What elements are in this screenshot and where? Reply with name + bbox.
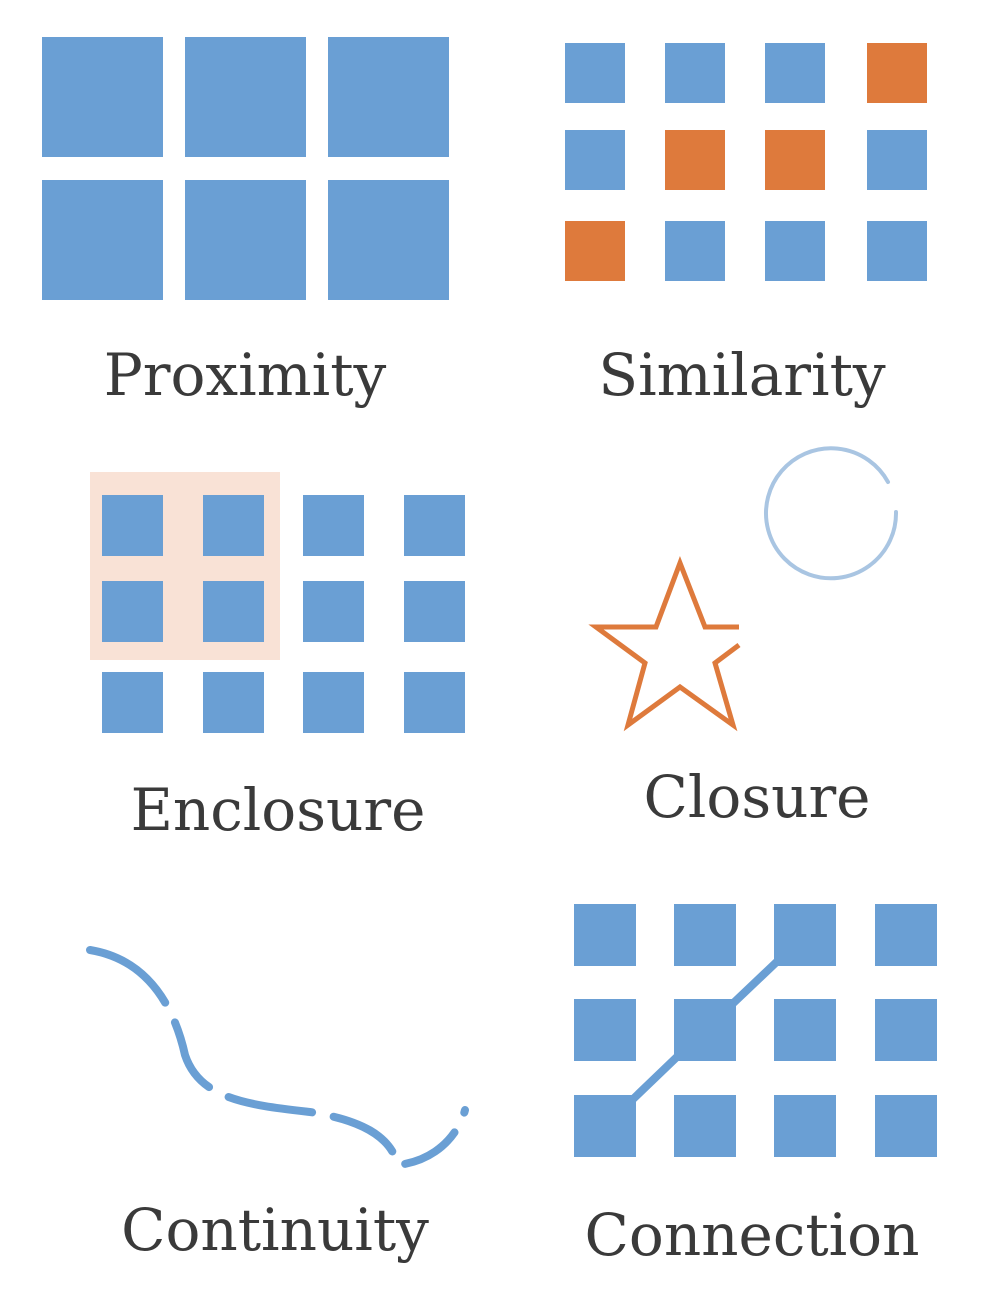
dashed-curve-icon bbox=[86, 946, 469, 1170]
proximity-squares-grid bbox=[42, 37, 449, 300]
connection-square bbox=[574, 904, 636, 966]
connection-square bbox=[774, 1095, 836, 1157]
connection-square bbox=[574, 999, 636, 1061]
enclosure-square bbox=[303, 495, 364, 556]
connection-square bbox=[674, 999, 736, 1061]
similarity-square-orange bbox=[665, 130, 725, 190]
connection-square bbox=[674, 1095, 736, 1157]
similarity-square-blue bbox=[665, 43, 725, 103]
closure-label: Closure bbox=[643, 763, 870, 831]
similarity-square-blue bbox=[867, 130, 927, 190]
connection-square bbox=[674, 904, 736, 966]
enclosure-square bbox=[102, 495, 163, 556]
proximity-square bbox=[328, 180, 449, 300]
similarity-square-blue bbox=[765, 43, 825, 103]
enclosure-square bbox=[203, 672, 264, 733]
similarity-square-blue bbox=[867, 221, 927, 281]
enclosure-square bbox=[303, 581, 364, 642]
enclosure-square bbox=[303, 672, 364, 733]
proximity-square bbox=[185, 37, 306, 157]
connection-square bbox=[875, 1095, 937, 1157]
connection-square bbox=[774, 904, 836, 966]
proximity-square bbox=[42, 37, 163, 157]
connection-square bbox=[875, 904, 937, 966]
open-circle-icon bbox=[764, 446, 899, 581]
connection-squares-grid bbox=[574, 904, 937, 1157]
proximity-square bbox=[328, 37, 449, 157]
enclosure-square bbox=[203, 495, 264, 556]
proximity-label: Proximity bbox=[104, 341, 387, 409]
open-star-icon bbox=[588, 556, 741, 732]
similarity-square-blue bbox=[665, 221, 725, 281]
connection-square bbox=[875, 999, 937, 1061]
enclosure-square bbox=[203, 581, 264, 642]
similarity-square-blue bbox=[765, 221, 825, 281]
connection-square bbox=[774, 999, 836, 1061]
enclosure-square bbox=[404, 495, 465, 556]
similarity-label: Similarity bbox=[598, 341, 886, 409]
proximity-square bbox=[42, 180, 163, 300]
similarity-square-orange bbox=[867, 43, 927, 103]
similarity-square-blue bbox=[565, 43, 625, 103]
proximity-square bbox=[185, 180, 306, 300]
similarity-square-orange bbox=[565, 221, 625, 281]
connection-square bbox=[574, 1095, 636, 1157]
similarity-square-orange bbox=[765, 130, 825, 190]
continuity-label: Continuity bbox=[121, 1196, 429, 1264]
enclosure-square bbox=[404, 581, 465, 642]
similarity-squares-grid bbox=[565, 43, 927, 281]
enclosure-label: Enclosure bbox=[131, 776, 426, 844]
enclosure-square bbox=[102, 581, 163, 642]
connection-label: Connection bbox=[585, 1201, 920, 1269]
similarity-square-blue bbox=[565, 130, 625, 190]
enclosure-squares-grid bbox=[102, 495, 465, 733]
enclosure-square bbox=[102, 672, 163, 733]
enclosure-square bbox=[404, 672, 465, 733]
